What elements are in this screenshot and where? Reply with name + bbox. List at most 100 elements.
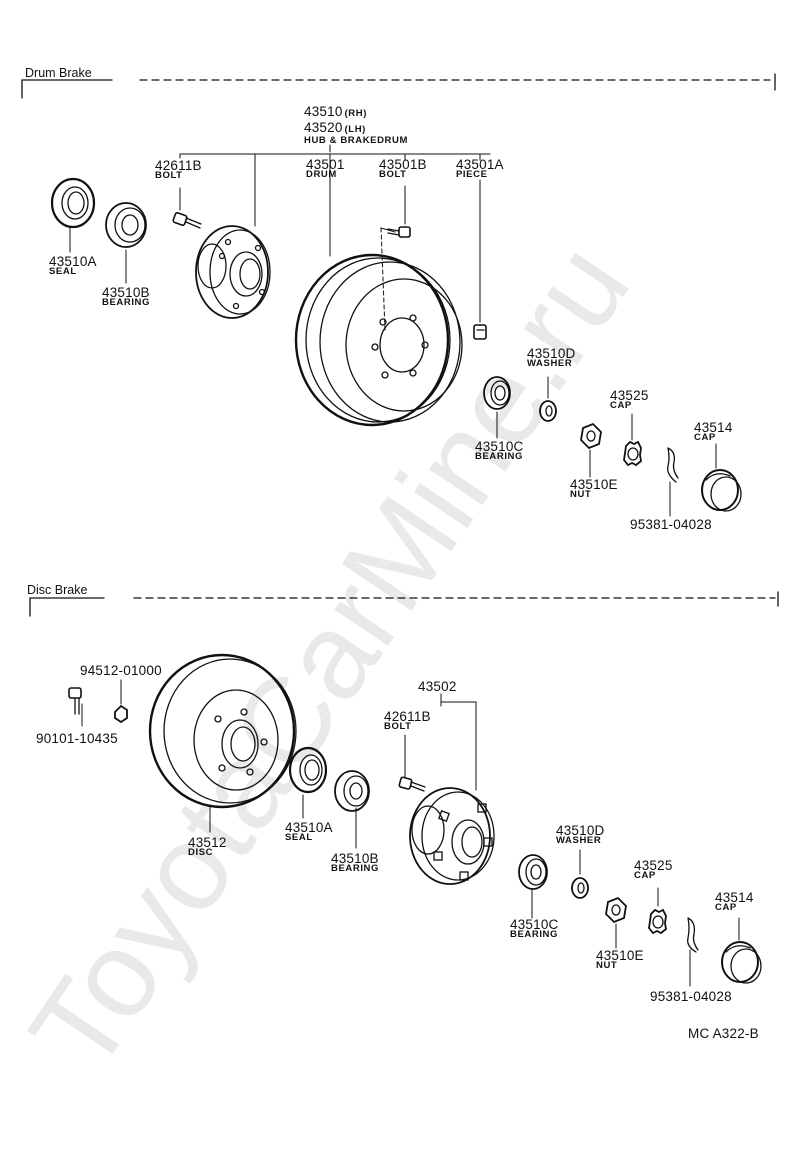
part-number: 42611B — [155, 158, 202, 173]
part-number: 43510E — [596, 948, 644, 963]
drum-part-washer: 43510D WASHER — [527, 346, 576, 369]
part-name: WASHER — [556, 835, 602, 846]
hub-disc-shape — [409, 787, 495, 885]
drum-part-bolt-42611b: 42611B BOLT — [155, 158, 202, 181]
part-number: 43510C — [510, 917, 559, 932]
disc-part-washer: 43510D WASHER — [556, 823, 605, 846]
part-number: 43510A — [285, 820, 333, 835]
brake-drum-shape — [294, 253, 463, 427]
part-number: 43501 — [306, 157, 345, 172]
disc-part-pin: 95381-04028 — [650, 989, 732, 1004]
part-number: 43512 — [188, 835, 227, 850]
cap-43514-disc-shape — [721, 941, 762, 984]
drum-part-bearing-c: 43510C BEARING — [475, 439, 524, 462]
washer-disc-shape — [571, 877, 589, 899]
part-number: 43510C — [475, 439, 524, 454]
part-name: DRUM — [306, 169, 337, 180]
part-number: 43510D — [527, 346, 576, 361]
part-name: BEARING — [510, 929, 559, 940]
seal-disc-shape — [288, 746, 328, 794]
part-number: 43525 — [634, 858, 673, 873]
part-name: BEARING — [102, 297, 151, 308]
part-name: SEAL — [285, 832, 313, 843]
hub-lh-tag: (LH) — [344, 124, 366, 135]
hub-rh-number: 43510 — [304, 104, 343, 119]
washer-94512-shape — [114, 704, 128, 724]
nut-disc-shape — [605, 896, 627, 924]
seal-drum-shape — [50, 177, 96, 229]
disc-section-frame — [29, 591, 779, 617]
part-name: NUT — [570, 489, 592, 500]
disc-part-nut: 43510E NUT — [596, 948, 644, 971]
part-number: 43510D — [556, 823, 605, 838]
hub-group-bracket — [179, 144, 491, 257]
drum-section-frame — [21, 73, 776, 99]
disc-part-bolt-42611b: 42611B BOLT — [384, 709, 431, 732]
drum-part-cap-43525: 43525 CAP — [610, 388, 649, 411]
cap-43514-drum-shape — [701, 469, 742, 512]
nut-drum-shape — [580, 422, 602, 450]
part-number: 43510B — [331, 851, 379, 866]
disc-part-disc: 43512 DISC — [188, 835, 227, 858]
disc-part-cap-43514: 43514 CAP — [715, 890, 754, 913]
hub-group-name: HUB & BRAKEDRUM — [304, 135, 408, 146]
part-number: 42611B — [384, 709, 431, 724]
part-name: CAP — [634, 870, 656, 881]
part-name: SEAL — [49, 266, 77, 277]
hub-rh-tag: (RH) — [344, 108, 367, 119]
part-number: 43514 — [715, 890, 754, 905]
bearing-c-drum-shape — [483, 376, 511, 410]
drum-part-nut: 43510E NUT — [570, 477, 618, 500]
piece-shape — [473, 324, 487, 340]
part-name: CAP — [715, 902, 737, 913]
part-name: BOLT — [379, 169, 407, 180]
drum-part-seal: 43510A SEAL — [49, 254, 97, 277]
disc-part-bolt-90101: 90101-10435 — [36, 731, 118, 746]
hub-lh-number: 43520 — [304, 120, 343, 135]
bearing-b-disc-shape — [334, 770, 370, 812]
hub-group-label: 43510(RH) 43520(LH) HUB & BRAKEDRUM — [304, 103, 408, 146]
part-name: BOLT — [155, 170, 183, 181]
part-name: BEARING — [475, 451, 524, 462]
cap-43525-disc-shape — [648, 908, 667, 935]
drum-part-piece: 43501A PIECE — [456, 157, 504, 180]
bolt-42611b-drum-shape — [172, 212, 202, 229]
part-name: PIECE — [456, 169, 488, 180]
part-name: DISC — [188, 847, 214, 858]
disc-rotor-shape — [148, 653, 297, 809]
cap-43525-drum-shape — [623, 440, 642, 467]
disc-part-bearing-c: 43510C BEARING — [510, 917, 559, 940]
bearing-c-disc-shape — [518, 854, 548, 890]
part-name: CAP — [694, 432, 716, 443]
part-name: BEARING — [331, 863, 380, 874]
disc-part-seal: 43510A SEAL — [285, 820, 333, 843]
part-number: 43510E — [570, 477, 618, 492]
part-name: NUT — [596, 960, 618, 971]
disc-section-title: Disc Brake — [27, 583, 88, 597]
part-number: 43514 — [694, 420, 733, 435]
hub-drum-shape — [195, 225, 271, 319]
part-name: CAP — [610, 400, 632, 411]
part-name: WASHER — [527, 358, 573, 369]
part-number: 43510A — [49, 254, 97, 269]
bolt-90101-shape — [68, 687, 82, 715]
bolt-42611b-disc-shape — [398, 776, 426, 792]
disc-leader-lines — [81, 679, 740, 987]
part-number: 43501B — [379, 157, 427, 172]
bearing-b-drum-shape — [105, 202, 147, 248]
part-name: BOLT — [384, 721, 412, 732]
disc-part-cap-43525: 43525 CAP — [634, 858, 673, 881]
drum-leader-lines — [69, 179, 717, 517]
disc-part-hub: 43502 — [418, 679, 457, 694]
drum-section-title: Drum Brake — [25, 66, 92, 80]
drum-part-bearing-b: 43510B BEARING — [102, 285, 150, 308]
part-number: 43510B — [102, 285, 150, 300]
bolt-43501b-shape — [387, 226, 411, 238]
washer-drum-shape — [539, 400, 557, 422]
drum-part-drum: 43501 DRUM — [306, 157, 345, 180]
figure-code: MC A322-B — [688, 1026, 759, 1041]
cotter-pin-disc-shape — [687, 917, 699, 953]
drum-part-cap-43514: 43514 CAP — [694, 420, 733, 443]
